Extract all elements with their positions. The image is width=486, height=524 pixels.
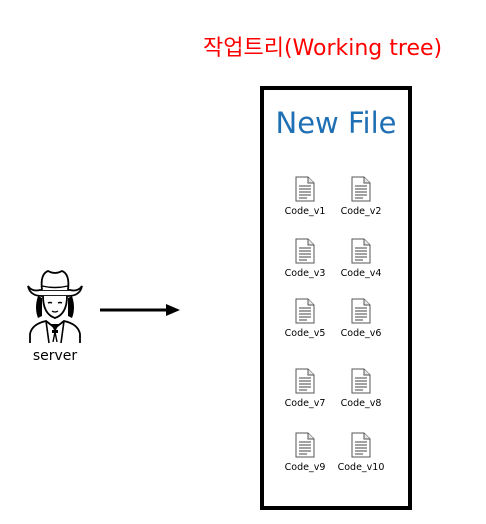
document-icon (333, 298, 389, 324)
file-item[interactable]: Code_v1 (277, 176, 333, 217)
server-node: server (20, 266, 90, 364)
file-label: Code_v2 (340, 206, 382, 217)
file-label: Code_v5 (284, 328, 326, 339)
file-label: Code_v4 (340, 268, 382, 279)
document-icon (277, 176, 333, 202)
document-icon (333, 176, 389, 202)
file-label: Code_v3 (284, 268, 326, 279)
panel-title: New File (275, 106, 397, 140)
file-item[interactable]: Code_v2 (333, 176, 389, 217)
file-label: Code_v10 (337, 462, 385, 473)
document-icon (277, 368, 333, 394)
file-label: Code_v1 (284, 206, 326, 217)
document-icon (333, 368, 389, 394)
file-item[interactable]: Code_v5 (277, 298, 333, 339)
cowboy-person-icon (27, 270, 83, 344)
server-label: server (32, 348, 78, 364)
file-item[interactable]: Code_v10 (333, 432, 389, 473)
arrow-right-icon (100, 304, 180, 316)
file-label: Code_v7 (284, 398, 326, 409)
file-item[interactable]: Code_v8 (333, 368, 389, 409)
document-icon (277, 298, 333, 324)
file-item[interactable]: Code_v3 (277, 238, 333, 279)
document-icon (277, 432, 333, 458)
file-label: Code_v9 (284, 462, 326, 473)
file-label: Code_v8 (340, 398, 382, 409)
diagram-title: 작업트리(Working tree) (203, 36, 443, 61)
file-item[interactable]: Code_v7 (277, 368, 333, 409)
document-icon (333, 432, 389, 458)
file-label: Code_v6 (340, 328, 382, 339)
file-item[interactable]: Code_v6 (333, 298, 389, 339)
file-item[interactable]: Code_v4 (333, 238, 389, 279)
document-icon (277, 238, 333, 264)
file-item[interactable]: Code_v9 (277, 432, 333, 473)
document-icon (333, 238, 389, 264)
